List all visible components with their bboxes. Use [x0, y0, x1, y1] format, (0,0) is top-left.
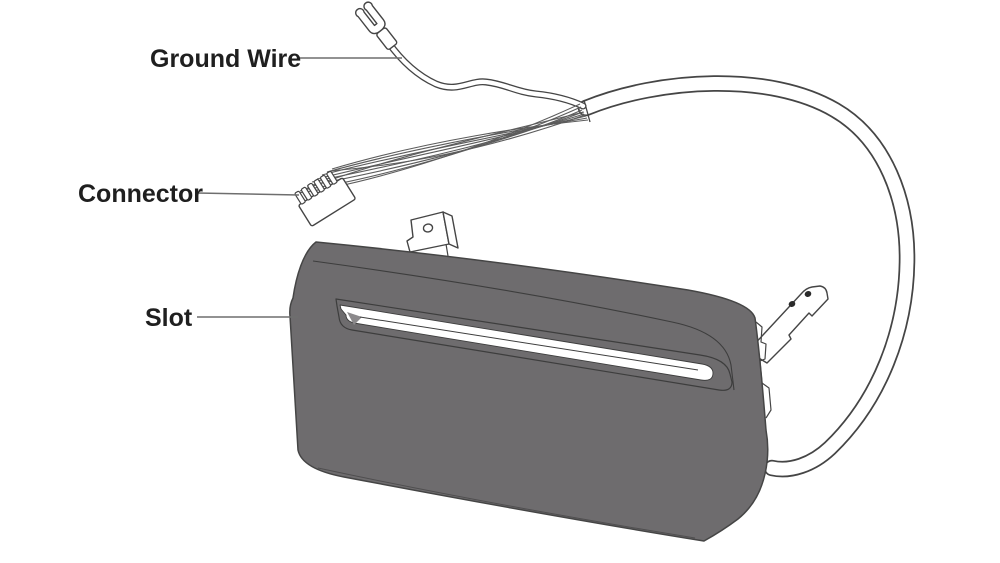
connector-pins — [294, 170, 338, 205]
bracket-hole — [804, 291, 812, 297]
slot-label: Slot — [145, 304, 193, 332]
tab-side — [442, 211, 459, 249]
mounting-tab-top — [406, 211, 459, 261]
leader-lines — [196, 57, 402, 318]
wire-strand — [306, 109, 583, 187]
fork-terminal — [355, 1, 398, 50]
reader-body-shell — [289, 241, 769, 542]
connector-pin — [313, 178, 325, 193]
cable-sleeve-fill — [579, 77, 914, 476]
connector-label: Connector — [78, 180, 203, 208]
fork-terminal-barrel — [376, 27, 398, 50]
wire-strand — [316, 113, 585, 180]
reader-body — [289, 241, 769, 542]
ground-wire — [355, 1, 587, 110]
connector-pin — [307, 182, 319, 197]
connector-pin — [300, 186, 313, 201]
ground-wire-label: Ground Wire — [150, 45, 301, 73]
bracket-hole — [788, 301, 796, 307]
ground-wire-fill — [385, 39, 586, 109]
slot-lip-shadow — [347, 312, 362, 325]
connector-plug — [294, 170, 356, 227]
tab-hole — [422, 223, 434, 233]
mounting-bracket-right — [749, 285, 829, 419]
top-face-ridge — [312, 260, 735, 391]
slot-recess-outline — [335, 298, 733, 391]
slot-inner-line — [359, 316, 699, 371]
connector-pin — [326, 170, 338, 185]
wire-strand — [329, 114, 586, 172]
connector-leader-line — [196, 192, 300, 196]
bottom-face-edge — [317, 467, 696, 539]
wire-strand — [301, 106, 582, 191]
tab-leg — [445, 243, 449, 257]
rear-plate-edge — [755, 321, 772, 419]
connector-pin — [319, 174, 332, 189]
bracket-arm — [749, 285, 829, 364]
wire-bundle — [296, 103, 589, 194]
card-slot — [335, 298, 733, 391]
